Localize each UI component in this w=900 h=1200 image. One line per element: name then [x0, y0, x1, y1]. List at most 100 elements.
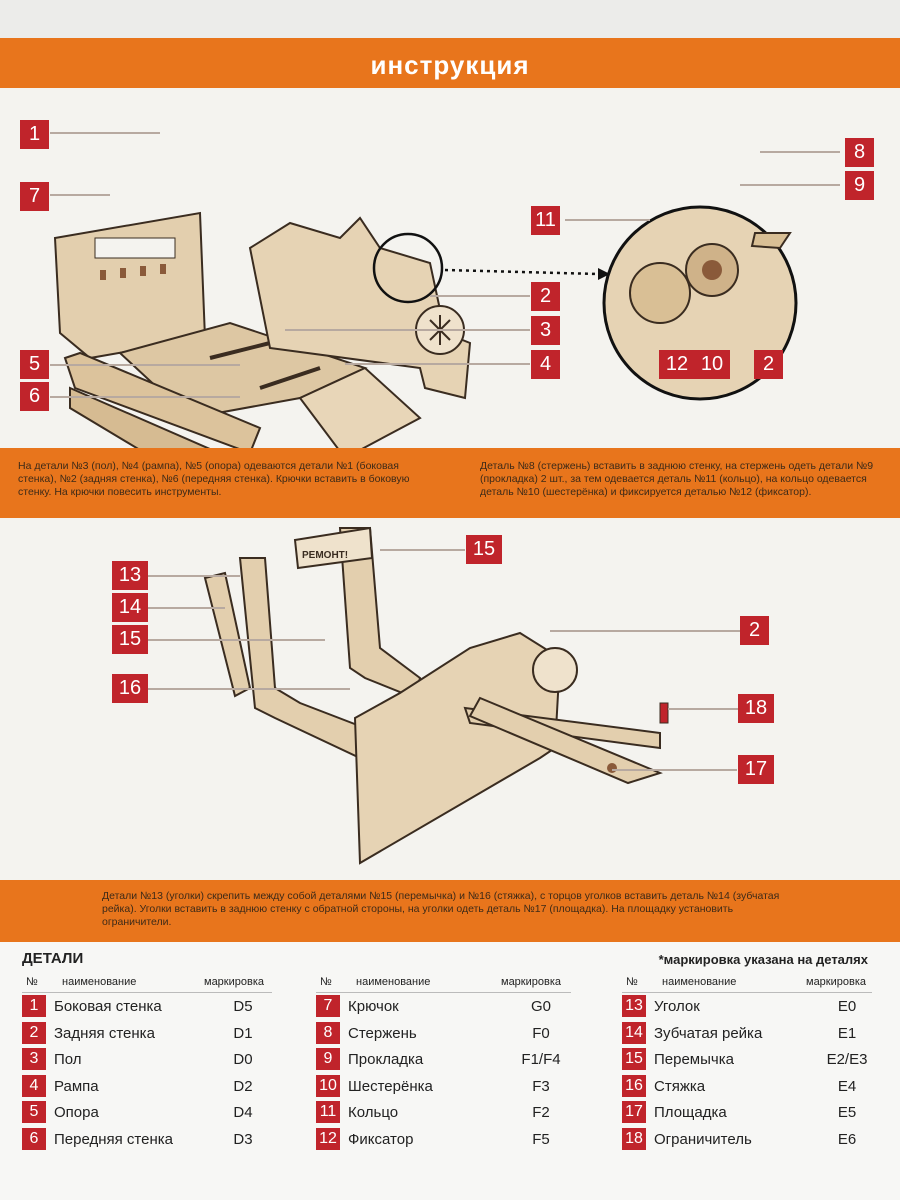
marker-2-detail: 2: [754, 350, 783, 379]
part-number: 11: [316, 1101, 340, 1124]
part-code: D0: [233, 1051, 253, 1069]
step2-panel: РЕМОНТ! 15 13 14 15 16 2 18 17: [0, 518, 900, 880]
marker-13: 13: [112, 561, 148, 590]
part-number: 15: [622, 1048, 646, 1071]
header-num: №: [626, 976, 638, 988]
part-name: Площадка: [654, 1104, 727, 1122]
part-name: Стержень: [348, 1024, 417, 1042]
parts-title: ДЕТАЛИ: [22, 950, 84, 967]
step2-caption: Детали №13 (уголки) скрепить между собой…: [102, 890, 780, 928]
parts-column-2: № наименование маркировка 7 Крючок G0 8 Стер…: [316, 976, 571, 1153]
part-number: 13: [622, 995, 646, 1017]
part-name: Ограничитель: [654, 1130, 752, 1148]
sign-text: РЕМОНТ!: [302, 550, 348, 561]
part-code: D5: [233, 998, 253, 1015]
part-name: Опора: [54, 1104, 99, 1122]
part-number: 9: [316, 1048, 340, 1071]
marker-5: 5: [20, 350, 49, 379]
step2-illustration: РЕМОНТ!: [203, 526, 669, 865]
part-name: Задняя стенка: [54, 1024, 155, 1042]
parts-header: № наименование маркировка: [316, 976, 571, 993]
part-name: Пол: [54, 1051, 82, 1069]
marker-11: 11: [531, 206, 560, 235]
marker-16: 16: [112, 674, 148, 703]
part-code: F3: [532, 1077, 550, 1095]
part-name: Передняя стенка: [54, 1130, 173, 1148]
part-number: 4: [22, 1074, 46, 1097]
marker-17: 17: [738, 755, 774, 784]
marker-9: 9: [845, 171, 874, 200]
part-number: 12: [316, 1127, 340, 1150]
marker-12: 12: [659, 350, 695, 379]
part-code: G0: [530, 998, 551, 1015]
step1-panel: 1 7 5 6 2 3 4 8 9 11 12 10 2: [0, 88, 900, 448]
part-number: 18: [622, 1127, 646, 1150]
title-band: [0, 38, 900, 88]
header-code: маркировка: [806, 976, 867, 988]
part-name: Кольцо: [348, 1104, 399, 1122]
part-number: 5: [22, 1101, 46, 1124]
parts-row: 12 Фиксатор F5: [316, 1126, 571, 1153]
part-number: 8: [316, 1021, 340, 1044]
part-name: Зубчатая рейка: [654, 1024, 763, 1042]
marker-8: 8: [845, 138, 874, 167]
header-code: маркировка: [204, 976, 265, 988]
marker-18: 18: [738, 694, 774, 723]
part-code: F5: [532, 1130, 550, 1148]
parts-note: *маркировка указана на деталях: [658, 952, 868, 967]
part-name: Перемычка: [654, 1051, 734, 1069]
part-code: F1/F4: [521, 1051, 561, 1069]
marker-2-step2: 2: [740, 616, 769, 645]
part-name: Фиксатор: [348, 1130, 414, 1148]
part-number: 17: [622, 1101, 646, 1124]
header-code: маркировка: [501, 976, 562, 988]
part-name: Уголок: [654, 998, 700, 1015]
parts-row: 2 Задняя стенка D1: [22, 1020, 272, 1047]
marker-6: 6: [20, 382, 49, 411]
step2-caption-band: Детали №13 (уголки) скрепить между собой…: [0, 880, 900, 942]
step1-caption-band: На детали №3 (пол), №4 (рампа), №5 (опор…: [0, 448, 900, 518]
part-number: 2: [22, 1021, 46, 1044]
part-number: 7: [316, 995, 340, 1017]
part-name: Крючок: [348, 998, 399, 1015]
marker-14: 14: [112, 593, 148, 622]
part-code: F2: [532, 1104, 550, 1122]
marker-4: 4: [531, 350, 560, 379]
parts-row: 16 Стяжка E4: [622, 1073, 872, 1100]
part-code: D1: [233, 1024, 253, 1042]
step1-caption-right: Деталь №8 (стержень) вставить в заднюю с…: [480, 460, 874, 498]
parts-row: 14 Зубчатая рейка E1: [622, 1020, 872, 1047]
parts-header: № наименование маркировка: [22, 976, 272, 993]
part-code: E4: [837, 1077, 857, 1095]
parts-header: № наименование маркировка: [622, 976, 872, 993]
part-code: E1: [837, 1024, 857, 1042]
part-number: 14: [622, 1021, 646, 1044]
part-name: Стяжка: [654, 1077, 706, 1095]
step1-illustration: [53, 205, 798, 448]
part-number: 1: [22, 995, 46, 1017]
part-name: Рампа: [54, 1077, 99, 1095]
header-name: наименование: [662, 976, 737, 988]
page-title: инструкция: [370, 50, 530, 80]
marker-10: 10: [694, 350, 730, 379]
parts-row: 13 Уголок E0: [622, 993, 872, 1020]
parts-row: 7 Крючок G0: [316, 993, 571, 1020]
part-code: D3: [233, 1130, 253, 1148]
step1-caption-left: На детали №3 (пол), №4 (рампа), №5 (опор…: [18, 460, 410, 498]
parts-column-3: № наименование маркировка 13 Уголок E0 14 Зу…: [622, 976, 872, 1153]
part-number: 10: [316, 1074, 340, 1097]
part-number: 16: [622, 1074, 646, 1097]
marker-2: 2: [531, 282, 560, 311]
marker-15-top: 15: [466, 535, 502, 564]
part-code: E0: [837, 998, 857, 1015]
